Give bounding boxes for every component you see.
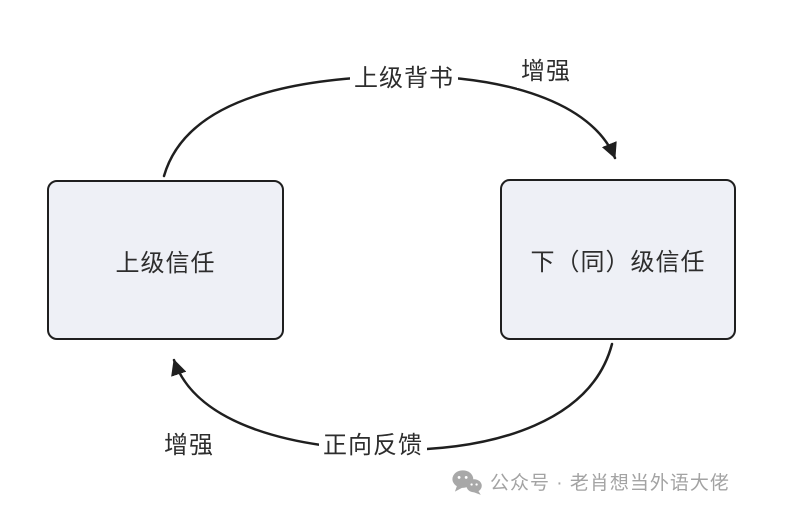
edge-label-superior-endorsement: 上级背书	[350, 56, 458, 95]
node-superior-trust-label: 上级信任	[115, 249, 216, 277]
watermark-text: 公众号 · 老肖想当外语大佬	[490, 473, 730, 494]
wechat-icon	[452, 469, 482, 495]
edge-label-top-strengthen: 增强	[517, 49, 575, 88]
edge-label-positive-feedback: 正向反馈	[319, 423, 427, 462]
node-subordinate-trust-label: 下（同）级信任	[530, 249, 706, 276]
node-subordinate-trust: 下（同）级信任	[500, 179, 736, 340]
watermark: 公众号 · 老肖想当外语大佬	[452, 468, 730, 495]
node-superior-trust: 上级信任	[47, 180, 284, 340]
edge-label-bottom-strengthen: 增强	[160, 423, 218, 462]
